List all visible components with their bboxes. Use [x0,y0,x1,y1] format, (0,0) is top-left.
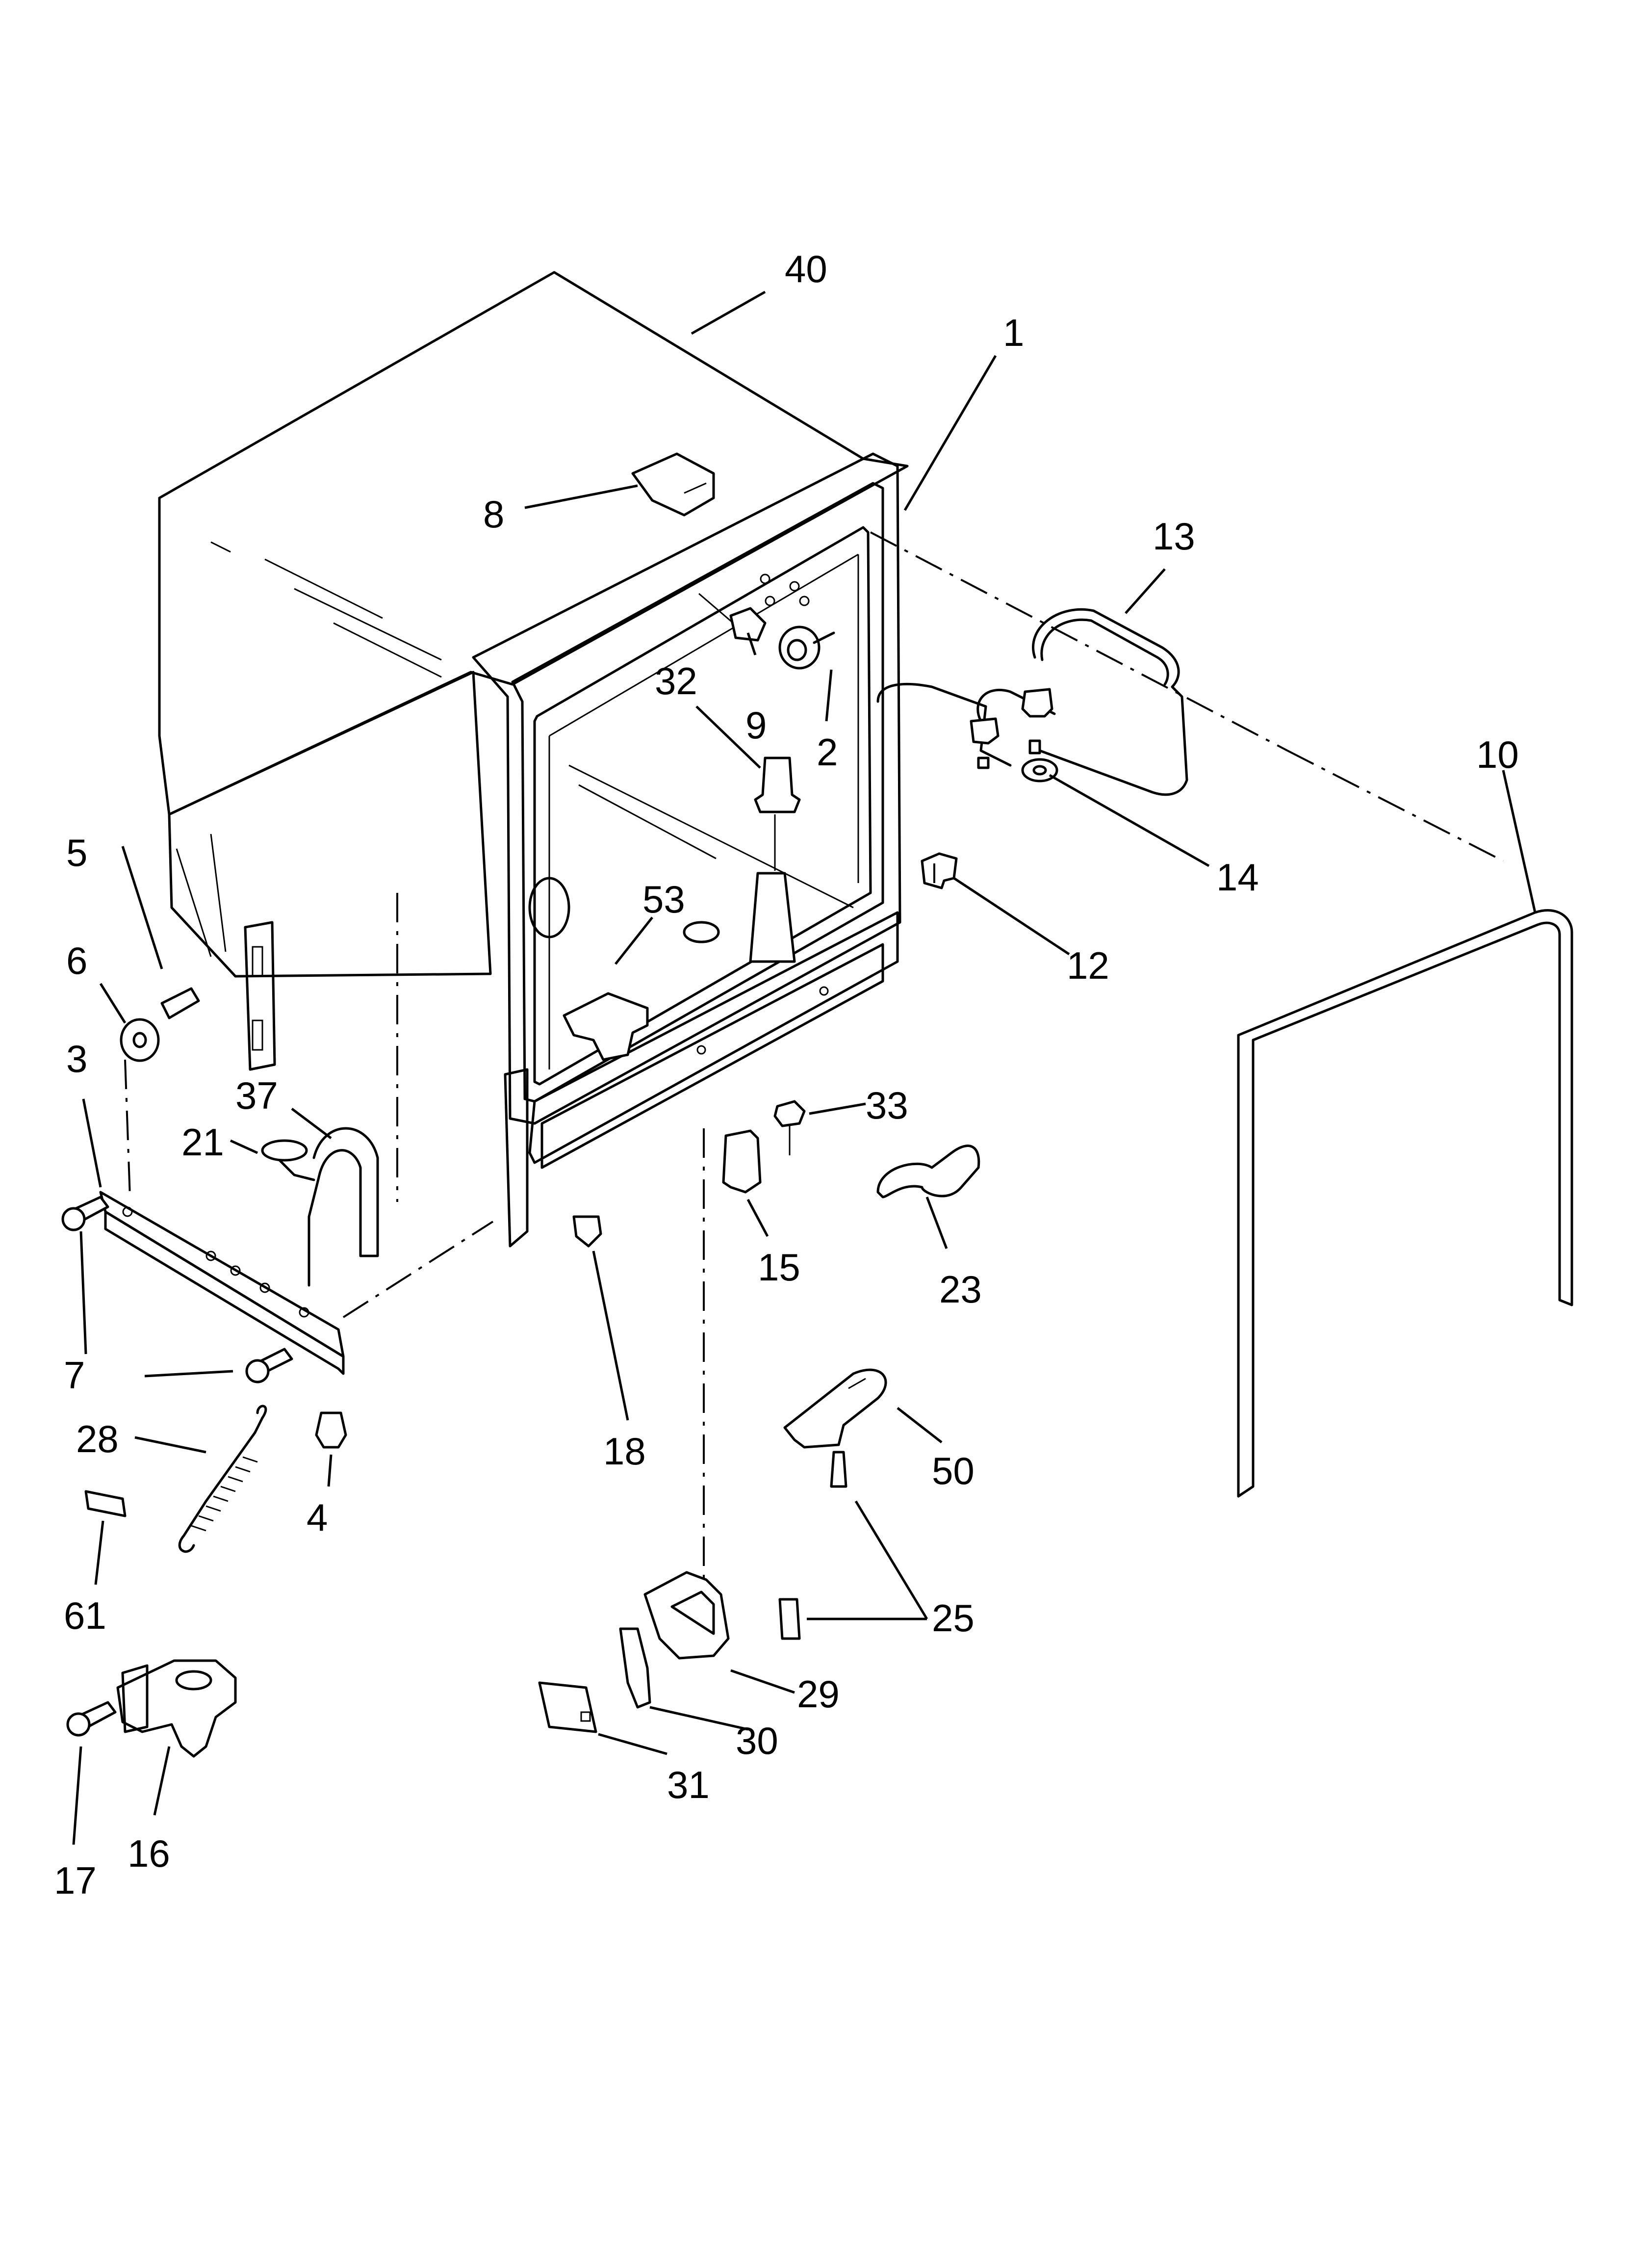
callout-18: 18 [603,1430,646,1473]
part-31-cover [538,1681,597,1733]
callout-32: 32 [655,659,697,703]
callout-28: 28 [76,1417,119,1460]
part-25-screw-b [778,1598,801,1640]
callout-37: 37 [235,1074,278,1117]
callout-13: 13 [1153,515,1195,558]
part-25-screw-a [830,1451,847,1488]
part-7-screw-a [61,1196,109,1231]
callout-10: 10 [1476,733,1519,776]
reference-lines [124,531,1504,1585]
part-37-drain-hose [308,1127,379,1287]
callout-21: 21 [181,1121,224,1164]
part-13-fill-tube [876,608,1188,796]
callout-8: 8 [483,493,504,536]
part-30-latch-lever [619,1627,651,1709]
callout-14: 14 [1216,856,1259,899]
callout-61: 61 [64,1594,106,1637]
callout-labels: 40 1 8 13 32 9 2 10 14 5 6 53 12 3 37 21… [54,247,1519,1902]
part-18-foot [572,1215,602,1248]
part-29-latch-housing [643,1571,730,1660]
callout-25: 25 [932,1596,975,1640]
part-33-nut [773,1100,806,1155]
part-15-spacer [722,1129,762,1194]
callout-50: 50 [932,1449,975,1492]
part-9-screw [698,593,767,642]
callout-1: 1 [1003,311,1024,354]
callout-30: 30 [736,1719,778,1762]
part-16-water-valve [116,1659,237,1758]
part-4-foot [315,1411,347,1449]
callout-31: 31 [667,1763,710,1806]
callout-7a: 7 [64,1354,85,1397]
part-28-spring [178,1405,267,1553]
part-61-pad [84,1490,127,1517]
callout-4: 4 [307,1496,328,1539]
callout-40: 40 [785,247,827,290]
callout-5: 5 [66,831,87,874]
part-50-latch [783,1368,887,1449]
part-32-nozzle [749,756,801,963]
part-21-clamp [261,1139,315,1181]
part-53-heater-clip [563,992,649,1061]
callout-6: 6 [66,939,87,982]
part-2-bearing [760,574,835,670]
tub-front-frame [472,452,901,1248]
part-23-clip [876,1145,980,1199]
callout-23: 23 [939,1268,982,1311]
callout-2: 2 [817,730,838,774]
part-14-washer [1021,758,1058,782]
part-12-clip [921,852,958,889]
part-3-rail [99,1191,345,1375]
callout-33: 33 [866,1084,908,1127]
callout-29: 29 [797,1672,840,1716]
callout-3: 3 [66,1037,87,1080]
part-7-screw-b [245,1348,293,1383]
callout-12: 12 [1067,944,1109,987]
left-hinge-bracket [244,921,276,1071]
callout-9: 9 [745,704,767,747]
callout-17: 17 [54,1859,97,1902]
leader-lines [72,290,1537,1845]
part-10-door-gasket [1237,909,1573,1498]
callout-15: 15 [758,1246,800,1289]
part-5-screw [160,987,200,1019]
callout-53: 53 [642,878,685,921]
part-6-washer [120,1018,160,1062]
part-8-clip [631,452,715,517]
callout-16: 16 [128,1832,170,1875]
part-17-screw [66,1701,117,1737]
